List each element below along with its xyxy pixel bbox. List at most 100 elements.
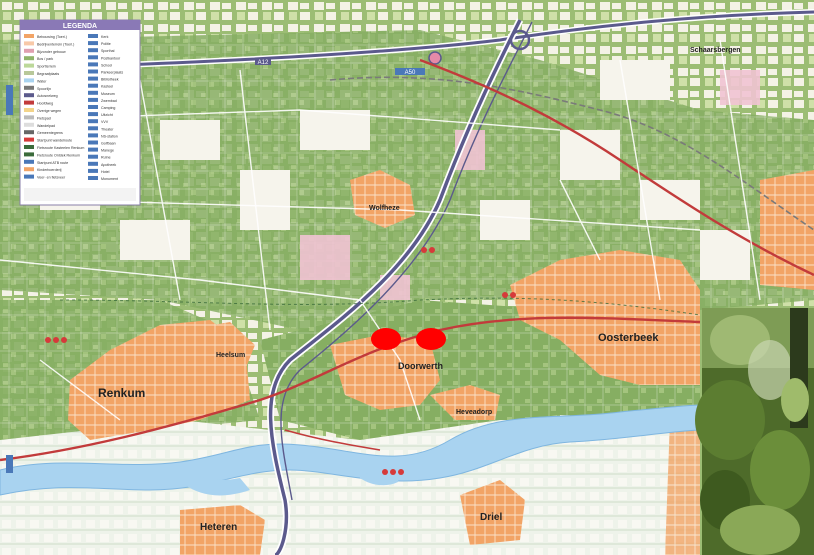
legend-left-item-label: Begraafplaats (37, 72, 59, 76)
legend-left-item-swatch (24, 93, 34, 98)
location-marker-left[interactable] (371, 328, 401, 350)
legend-left-item-label: Fietspad (37, 116, 51, 120)
legend-right-item-swatch (88, 76, 98, 81)
legend-left-item-swatch (24, 63, 34, 68)
legend-right-item-label: School (101, 63, 112, 67)
legend-left-item-swatch (24, 71, 34, 75)
legend-right-item-swatch (88, 62, 98, 67)
legend-right-item-swatch (88, 41, 98, 46)
railway-north (329, 76, 814, 231)
town-area-arnhem (760, 170, 814, 290)
legend-left-item-label: Kinderboerderij (37, 168, 62, 172)
legend-right-item-label: Kerk (101, 35, 109, 39)
main-road-utrechtseweg (0, 316, 701, 462)
legend-right-item-label: Kasteel (101, 85, 113, 89)
river-oxbow-west (185, 470, 250, 496)
legend-right-item-label: Apotheek (101, 163, 116, 167)
legend-left-item-swatch (24, 122, 34, 127)
legend-left-item-swatch (24, 34, 34, 38)
edge-label-north (6, 85, 13, 115)
town-label-doorwerth: Doorwerth (398, 361, 443, 371)
town-area-wolfheze (350, 170, 415, 228)
legend-left-item-label: Overige wegen (37, 109, 61, 113)
legend-right-item-swatch (88, 147, 98, 152)
legend-right-item-label: Manege (101, 149, 114, 153)
legend-right-item-swatch (88, 133, 98, 138)
legend-left-item-label: Veer- en fietsveer (37, 176, 66, 180)
location-marker-right[interactable] (416, 328, 446, 350)
legend-left-item-swatch (24, 130, 34, 135)
river-oxbow-center (360, 470, 400, 486)
town-area-doorwerth (330, 335, 440, 410)
legend-right-item-label: Zwembad (101, 99, 117, 103)
town-label-heelsum: Heelsum (216, 352, 245, 359)
legend-left-item-label: Sportterrein (37, 65, 56, 69)
legend-right-item-label: Hotel (101, 170, 110, 174)
legend-right-item-swatch (88, 97, 98, 102)
municipality-border (59, 297, 701, 316)
legend-left-item-swatch (24, 159, 34, 164)
legend-left-item-label: Spoorlijn (37, 87, 51, 91)
legend-left-item-label: Bedrijventerrein (Toeri.) (37, 42, 74, 46)
town-area-heteren (180, 505, 265, 555)
legend-left-item-label: Autosnelweg (37, 94, 58, 98)
legend-right-item-swatch (88, 126, 98, 131)
road-label-a50: A50 (405, 70, 416, 76)
legend-left-item-label: Bijzonder gebouw (37, 50, 66, 54)
legend-left-item-swatch (24, 78, 34, 83)
legend-right-item-swatch (88, 168, 98, 173)
legend-left-item-swatch (24, 100, 34, 105)
legend-title: LEGENDA (63, 23, 97, 30)
legend-left-item-label: Fietsroute Kasteelen Renkum (37, 146, 84, 150)
legend-left-item-label: Bos / park (37, 57, 53, 61)
legend-right-item-label: Bibliotheek (101, 78, 119, 82)
legend-right-item-label: Ruïne (101, 156, 111, 160)
legend-right-item-label: VVV (101, 120, 109, 124)
town-label-oosterbeek: Oosterbeek (598, 332, 659, 344)
legend-right-item-swatch (88, 55, 98, 60)
edge-label-south (6, 455, 13, 473)
highway-a50 (268, 19, 522, 555)
legend-left-item-swatch (24, 48, 34, 53)
photo-inset (695, 308, 814, 555)
clearings (40, 60, 750, 280)
town-label-heteren: Heteren (200, 522, 237, 533)
town-label-driel: Driel (480, 512, 502, 523)
legend-left-item-label: Startpunt ATB route (37, 161, 68, 165)
town-label-wolfheze: Wolfheze (369, 205, 400, 212)
town-area-heveadorp (430, 385, 500, 420)
legend-right-item-label: Sporthal (101, 49, 115, 53)
legend-right-item-swatch (88, 34, 98, 38)
legend-left-item-label: Startpunt wandelroute (37, 139, 72, 143)
legend-right-item-swatch (88, 140, 98, 145)
legend-left-item-label: Hoofdweg (37, 102, 53, 106)
highway-a12 (119, 10, 814, 67)
legend-right-item-swatch (88, 112, 98, 117)
interchange-node (428, 51, 442, 65)
legend-left-item-swatch (24, 137, 34, 142)
legend-left-item-swatch (24, 167, 34, 172)
town-area-southeast (665, 420, 700, 555)
highway-interchange (509, 29, 531, 51)
legend-left-item-swatch (24, 152, 34, 157)
road-benedendorp (284, 429, 381, 451)
legend-right-item-label: Postkantoor (101, 56, 121, 60)
legend-left-item-swatch (24, 56, 34, 61)
legend-left-item-swatch (24, 85, 34, 90)
legend-right-item-label: Theater (101, 127, 114, 131)
legend-left-item-label: Fietsroute Ontdek Renkum (37, 153, 80, 157)
legend-left-item-label: Water (37, 79, 47, 83)
legend-left-item-label: Bebouwing (Toeri.) (37, 35, 67, 39)
legend-left-item-label: Gemeentegrens (37, 131, 63, 135)
legend-right-item-label: Monument (101, 177, 118, 181)
legend-right-item-swatch (88, 154, 98, 159)
legend-right-item-label: Parkeerplaats (101, 71, 123, 75)
legend-right-item-swatch (88, 119, 98, 124)
legend-right-item-swatch (88, 83, 98, 88)
legend-right-item-swatch (88, 48, 98, 53)
legend-right-item-swatch (88, 176, 98, 180)
legend-left-item-swatch (24, 174, 34, 179)
highway-a50-lane (280, 21, 533, 501)
